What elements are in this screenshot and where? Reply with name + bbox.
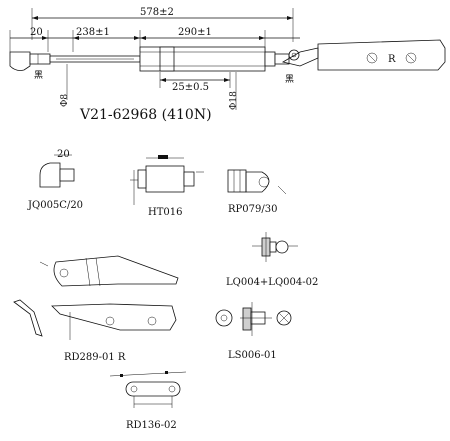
part-ls006: LS006-01	[215, 302, 292, 361]
rd136-label: RD136-02	[126, 420, 177, 431]
left-tip-dimension: 20	[30, 27, 43, 38]
rp079-label: RP079/30	[228, 204, 277, 215]
right-mounting-bracket: R 黑	[274, 39, 446, 85]
lq004-label: LQ004+LQ004-02	[226, 277, 318, 288]
part-rp079: RP079/30	[227, 169, 287, 215]
jq005c-label: JQ005C/20	[27, 200, 83, 211]
bracket-side-mark: R	[388, 54, 396, 65]
rd289-label: RD289-01 R	[64, 352, 126, 363]
ht016-label: HT016	[148, 207, 182, 218]
lower-dimensions: Φ8 25±0.5 Φ18	[60, 64, 239, 110]
part-lq004: LQ004+LQ004-02	[226, 232, 318, 288]
overall-length-dimension: 578±2	[31, 7, 294, 42]
diameter-right-label: Φ18	[229, 91, 239, 110]
gas-spring-assembly: 578±2 20 238±1 290±1 黑	[9, 7, 446, 123]
overall-length-label: 578±2	[140, 7, 174, 18]
part-rd136: RD136-02	[109, 371, 187, 431]
body-dimension: 238±1	[76, 27, 110, 38]
part-jq005c: 20 JQ005C/20	[27, 149, 83, 211]
left-end-color-note: 黑	[34, 70, 43, 81]
right-end-color-note: 黑	[285, 74, 294, 85]
model-number: V21-62968 (410N)	[79, 107, 212, 123]
top-dimension-row: 20 238±1 290±1	[9, 27, 300, 52]
jq005c-dim: 20	[57, 149, 70, 160]
part-ht016: HT016	[130, 155, 204, 218]
diameter-left-label: Φ8	[60, 94, 70, 107]
piston-rod	[49, 55, 141, 63]
cylinder-body	[139, 46, 276, 72]
part-rd289: RD289-01 R	[13, 255, 179, 363]
rod-dimension: 290±1	[178, 27, 212, 38]
left-end-fitting: 黑	[9, 51, 51, 81]
ls006-label: LS006-01	[228, 350, 277, 361]
stroke-dimension: 25±0.5	[172, 82, 209, 93]
